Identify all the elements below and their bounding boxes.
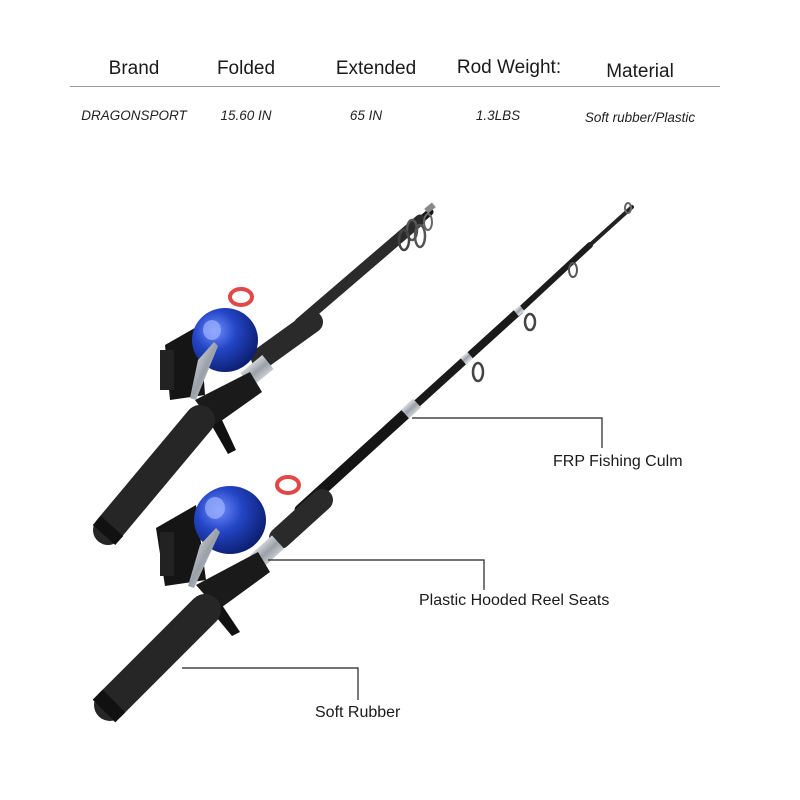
callout-frp-culm: FRP Fishing Culm bbox=[553, 453, 683, 470]
extended-rod bbox=[92, 202, 634, 723]
value-extended: 65 IN bbox=[349, 108, 383, 123]
culm-leader-line bbox=[412, 417, 603, 448]
folded-rod-guides bbox=[397, 202, 436, 252]
header-rod-weight: Rod Weight: bbox=[456, 57, 562, 78]
spincast-reel-front bbox=[156, 486, 266, 588]
table-divider bbox=[70, 86, 720, 87]
value-folded: 15.60 IN bbox=[220, 108, 272, 123]
handle-leader-line bbox=[182, 667, 359, 700]
header-material: Material bbox=[606, 61, 674, 82]
value-rod-weight: 1.3LBS bbox=[475, 108, 521, 123]
header-folded: Folded bbox=[216, 58, 276, 79]
header-brand: Brand bbox=[108, 58, 160, 79]
spec-table: Brand Folded Extended Rod Weight: Materi… bbox=[0, 0, 800, 140]
bobber-ring-icon bbox=[275, 475, 301, 495]
folded-rod bbox=[92, 202, 436, 545]
value-brand: DRAGONSPORT bbox=[81, 108, 187, 123]
bobber-ring-icon bbox=[228, 287, 254, 307]
callout-reel-seat: Plastic Hooded Reel Seats bbox=[419, 592, 610, 609]
header-extended: Extended bbox=[335, 58, 417, 79]
spincast-reel-back bbox=[160, 308, 258, 400]
value-material: Soft rubber/Plastic bbox=[584, 110, 696, 125]
callout-soft-rubber: Soft Rubber bbox=[315, 704, 401, 721]
extended-rod-guides bbox=[471, 202, 632, 383]
reel-seat-leader-line bbox=[268, 559, 485, 590]
